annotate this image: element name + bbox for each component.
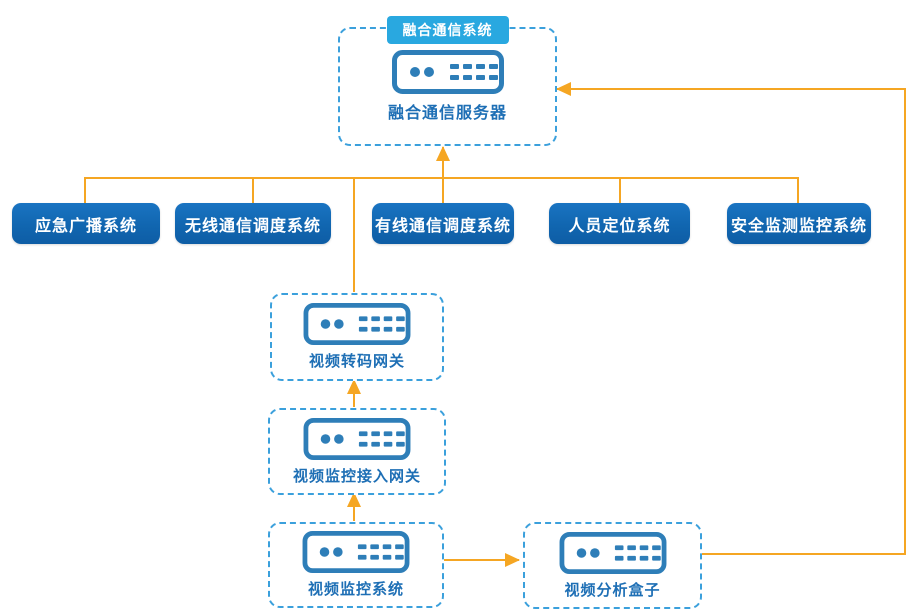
server-icon (303, 303, 411, 345)
node-video-surveillance-system: 视频监控系统 (268, 522, 444, 608)
system-wired-dispatch: 有线通信调度系统 (372, 203, 514, 244)
system-wireless-dispatch: 无线通信调度系统 (175, 203, 331, 244)
server-icon (391, 50, 504, 94)
system-safety-monitoring: 安全监测监控系统 (727, 203, 871, 244)
server-icon (303, 417, 411, 460)
node-label: 视频分析盒子 (564, 581, 661, 599)
node-converged-communication: 融合通信系统 融合通信服务器 (338, 16, 557, 146)
server-icon (559, 531, 666, 574)
system-emergency-broadcast: 应急广播系统 (12, 203, 160, 244)
node-label: 融合通信服务器 (387, 105, 507, 122)
bus-line (84, 177, 799, 204)
node-video-access-gateway: 视频监控接入网关 (268, 408, 446, 495)
server-icon (302, 531, 410, 573)
node-video-transcoding-gateway: 视频转码网关 (270, 293, 444, 381)
system-tag: 融合通信系统 (386, 16, 509, 44)
arrow-analysis-to-top (556, 82, 906, 555)
node-label: 视频转码网关 (308, 353, 405, 370)
system-personnel-positioning: 人员定位系统 (549, 203, 690, 244)
node-label: 视频监控接入网关 (292, 467, 421, 485)
node-label: 视频监控系统 (307, 581, 404, 598)
node-video-analysis-box: 视频分析盒子 (523, 522, 702, 609)
